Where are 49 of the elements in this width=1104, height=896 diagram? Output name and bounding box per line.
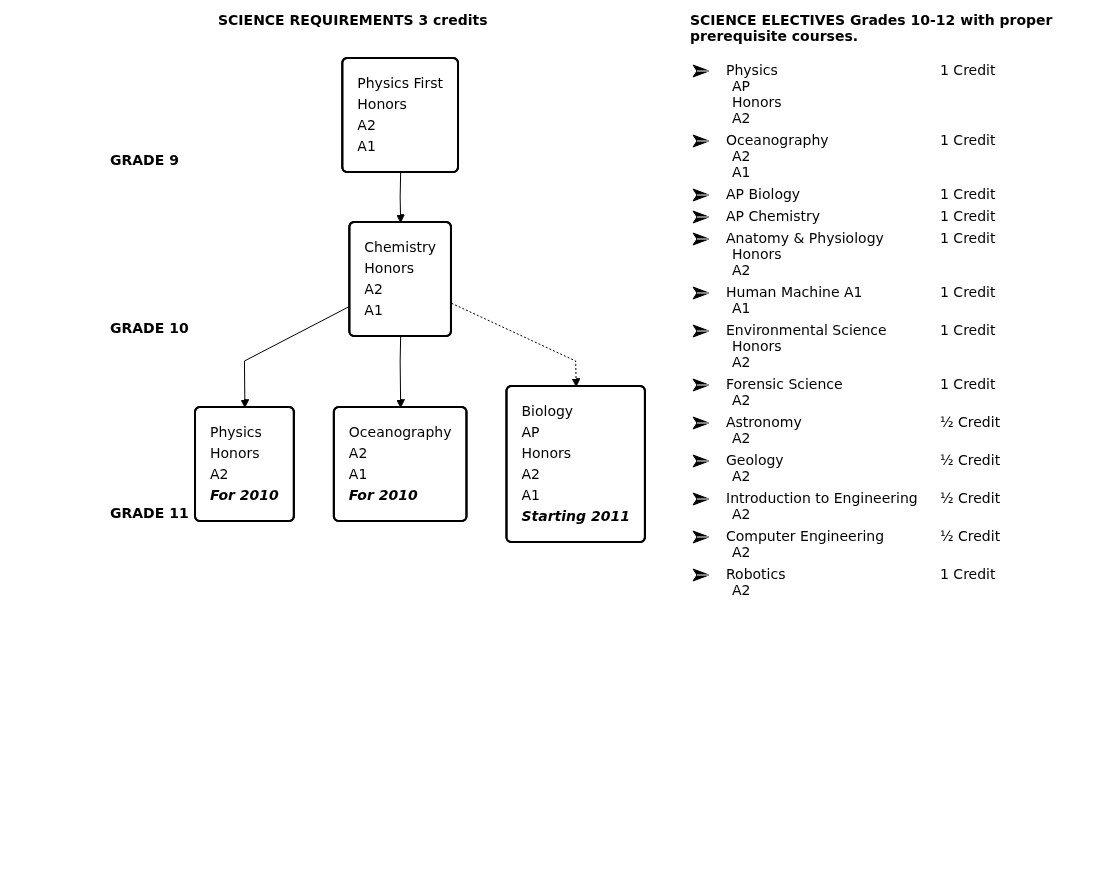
course-name: Geology [726, 452, 785, 468]
credit-value: 1 Credit [940, 132, 996, 148]
course-level: A2 [731, 582, 751, 598]
arrow [396, 336, 405, 408]
course-level: A2 [731, 468, 751, 484]
course-level: A2 [731, 110, 751, 126]
course-level: A2 [731, 544, 751, 560]
grade-label: GRADE 10 [110, 320, 189, 336]
credit-value: ½ Credit [940, 414, 1001, 430]
course-level: Honors [731, 338, 782, 354]
course-level: A2 [731, 430, 751, 446]
course-name: Anatomy & Physiology [726, 230, 885, 246]
course-name: AP Biology [726, 186, 802, 202]
credit-value: 1 Credit [940, 62, 996, 78]
course-level: A2 [731, 506, 751, 522]
credit-value: 1 Credit [940, 230, 996, 246]
credit-value: ½ Credit [940, 490, 1001, 506]
arrow [396, 172, 405, 223]
credit-value: 1 Credit [940, 566, 996, 582]
course-level: Honors [731, 94, 782, 110]
credit-value: ½ Credit [940, 528, 1001, 544]
credit-value: 1 Credit [940, 208, 996, 224]
course-name: Forensic Science [726, 376, 844, 392]
heading: SCIENCE REQUIREMENTS 3 credits [218, 12, 488, 28]
grade-label: GRADE 9 [110, 152, 179, 168]
course-level: A1 [731, 300, 751, 316]
grade-label: GRADE 11 [110, 505, 189, 521]
course-name: Astronomy [726, 414, 803, 430]
course-name: Human Machine A1 [726, 284, 864, 300]
course-level: A2 [731, 148, 751, 164]
credit-value: 1 Credit [940, 284, 996, 300]
credit-value: ½ Credit [940, 452, 1001, 468]
heading: SCIENCE ELECTIVES Grades 10-12 with proper prerequisite courses. [690, 12, 1054, 44]
course-name: Oceanography [726, 132, 830, 148]
course-name: Robotics [726, 566, 787, 582]
course-level: A2 [731, 354, 751, 370]
course-level: A1 [731, 164, 751, 180]
course-name: Physics [726, 62, 779, 78]
course-level: A2 [731, 262, 751, 278]
course-level: Honors [731, 246, 782, 262]
credit-value: 1 Credit [940, 376, 996, 392]
course-level: A2 [731, 392, 751, 408]
credit-value: 1 Credit [940, 322, 996, 338]
course-level: AP [731, 78, 751, 94]
course-name: Environmental Science [726, 322, 888, 338]
course-name: AP Chemistry [726, 208, 822, 224]
course-name: Computer Engineering [726, 528, 886, 544]
credit-value: 1 Credit [940, 186, 996, 202]
course-name: Introduction to Engineering [726, 490, 919, 506]
